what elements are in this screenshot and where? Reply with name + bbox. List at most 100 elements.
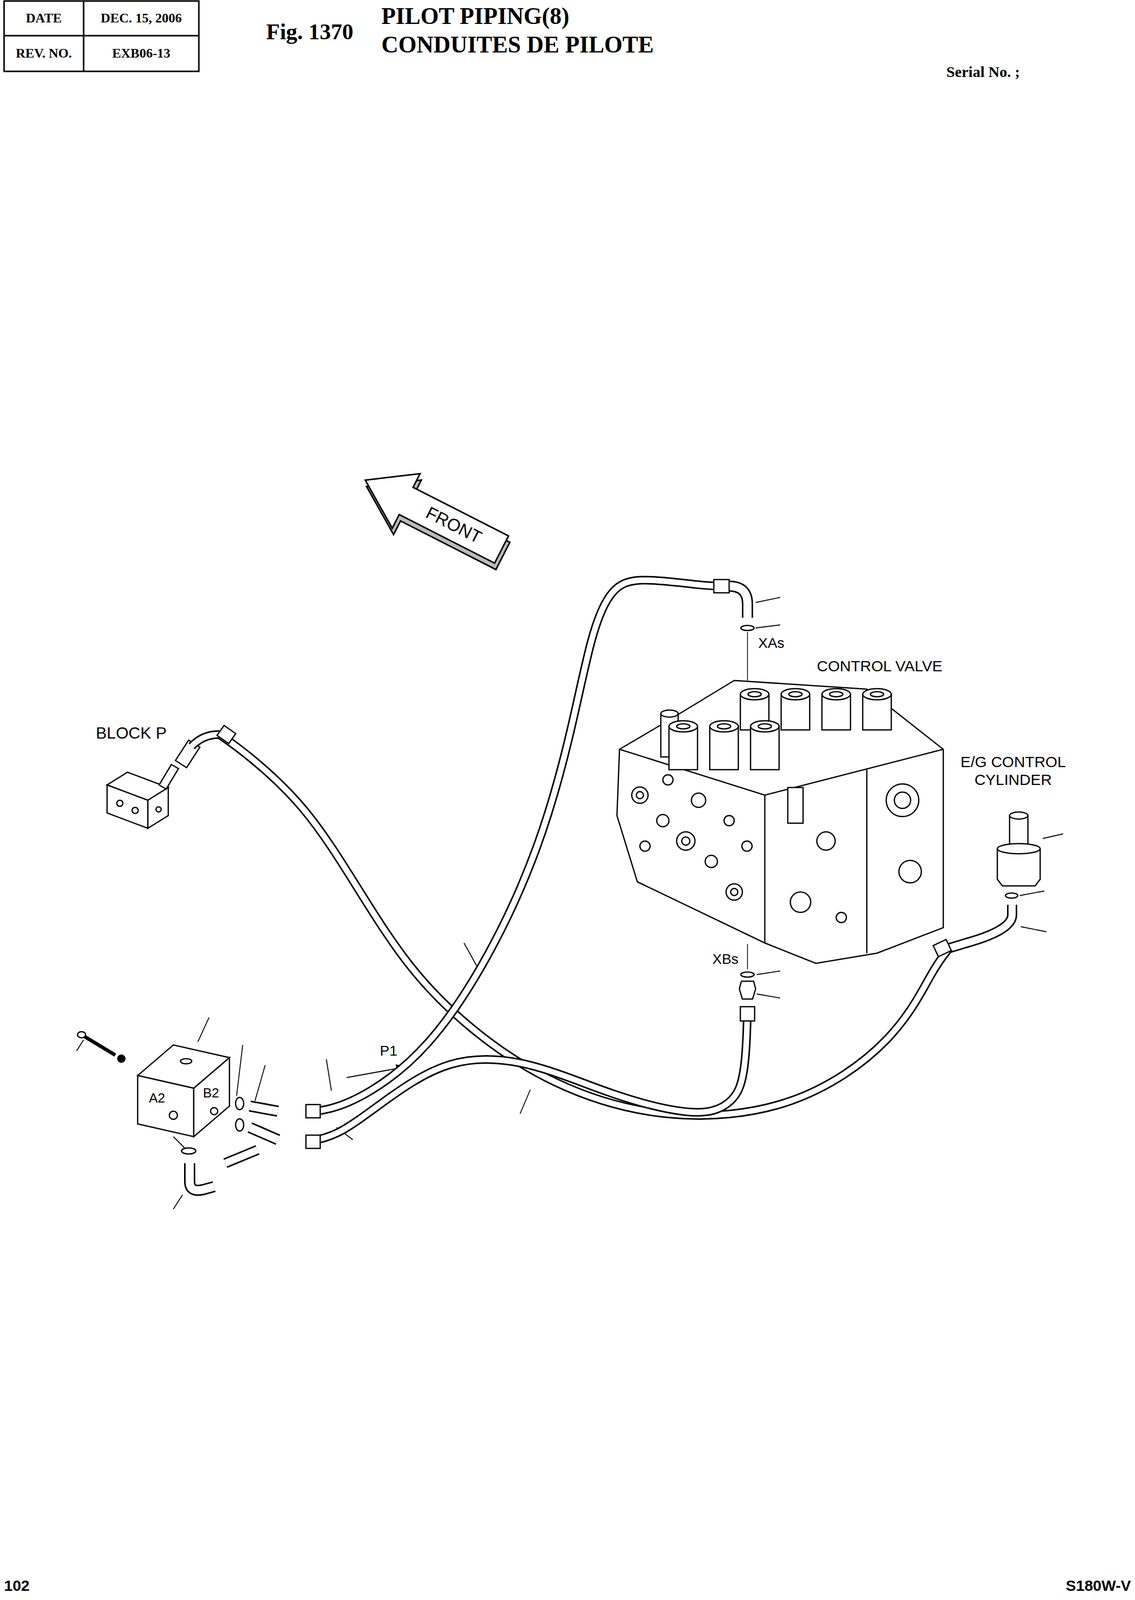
o-ring xyxy=(740,972,755,978)
spool-cap xyxy=(709,726,739,770)
leader-line xyxy=(1042,834,1064,839)
port-hole xyxy=(156,807,162,813)
spool-cap xyxy=(740,688,769,701)
bolt xyxy=(81,1035,116,1056)
spool-cap xyxy=(709,720,739,733)
port-hole xyxy=(705,855,718,868)
spool-cap xyxy=(750,720,780,733)
port-hole xyxy=(730,888,738,896)
spool-cap xyxy=(870,691,884,698)
port-hole xyxy=(631,787,649,804)
hose-outline xyxy=(305,580,730,1112)
port-hole xyxy=(726,884,743,901)
leader-line xyxy=(756,971,781,975)
part-name: E/G CONTROL CYLINDER xyxy=(949,753,1077,789)
o-ring xyxy=(740,625,755,631)
leader-line xyxy=(173,1195,183,1210)
adapter xyxy=(249,1127,278,1141)
adapter xyxy=(739,981,756,1000)
elbow xyxy=(189,1163,215,1191)
o-ring xyxy=(1005,893,1018,899)
elbow xyxy=(729,586,748,618)
table-cell: EXB06-13 xyxy=(85,37,197,70)
hose-outline xyxy=(219,734,950,1116)
model-number: S180W-V xyxy=(1065,1577,1131,1596)
port-hole xyxy=(116,800,123,807)
cylinder-rod xyxy=(1009,812,1028,820)
port-hole xyxy=(636,791,644,799)
adapter xyxy=(249,1106,278,1112)
port-hole xyxy=(898,860,922,884)
hose-nut xyxy=(305,1135,321,1149)
block-face xyxy=(147,787,169,829)
hose xyxy=(305,580,730,1112)
leader-line xyxy=(236,1045,243,1097)
adapter xyxy=(249,1106,278,1112)
leader-line xyxy=(254,1065,266,1102)
spool-cap xyxy=(676,724,690,730)
pipe xyxy=(225,1150,258,1164)
elbow xyxy=(191,734,220,747)
hose-nut xyxy=(305,1104,321,1119)
hose xyxy=(305,1007,748,1143)
leader-line xyxy=(1019,891,1045,896)
port-hole xyxy=(724,815,735,827)
port-hole xyxy=(741,841,753,852)
table-frame xyxy=(4,1,199,72)
leader-line xyxy=(326,1059,332,1092)
elbow xyxy=(949,905,1013,949)
side-fitting xyxy=(787,787,804,824)
hose-nut-group xyxy=(217,579,952,1149)
port-hole xyxy=(656,814,669,828)
front-arrow xyxy=(349,452,520,584)
o-ring xyxy=(235,1097,244,1111)
table-cell: REV. NO. xyxy=(6,37,82,70)
leader-line xyxy=(1020,926,1047,933)
manifold-drawing xyxy=(77,1032,278,1191)
port-name: P1 xyxy=(378,1043,399,1060)
hose-nut xyxy=(217,725,237,744)
valve-edge xyxy=(764,795,766,944)
table-cell: DEC. 15, 2006 xyxy=(85,3,197,34)
part-cylinder: E/G CONTROL CYLINDER xyxy=(949,753,1080,958)
part-block: BLOCK P xyxy=(91,724,220,837)
o-ring xyxy=(181,1148,196,1155)
port-hole xyxy=(836,912,847,923)
spool-cap xyxy=(758,724,772,730)
hose-outline xyxy=(305,1007,748,1143)
serial-number: Serial No. ; xyxy=(946,63,1020,82)
port-hole xyxy=(691,793,706,808)
relief-valve xyxy=(660,710,679,718)
spool-cap xyxy=(829,691,843,698)
port-name: A2 xyxy=(147,1091,167,1107)
hose-core xyxy=(305,1007,748,1143)
spool-cap xyxy=(717,724,731,730)
port-fittings xyxy=(729,586,756,1000)
valve-body xyxy=(616,680,944,964)
elbow xyxy=(191,734,220,747)
port-name: XAs xyxy=(756,635,786,652)
figure-title: PILOT PIPING(8) xyxy=(381,3,570,31)
port-hole xyxy=(790,892,811,913)
direction-label: FRONT xyxy=(422,502,485,548)
port-hole xyxy=(169,1111,178,1120)
hose-nut xyxy=(713,579,730,593)
figure-subtitle: CONDUITES DE PILOTE xyxy=(381,31,654,59)
washer xyxy=(117,1055,125,1063)
leader-line xyxy=(520,1090,531,1115)
port-name: XBs xyxy=(710,951,740,968)
hose-nut xyxy=(933,939,952,958)
hose-core xyxy=(219,734,950,1116)
leader-line xyxy=(755,597,781,603)
cylinder-body xyxy=(997,843,1041,855)
port-hole xyxy=(886,784,919,817)
o-ring xyxy=(235,1119,244,1132)
adapter xyxy=(249,1127,278,1141)
centerline xyxy=(746,944,748,970)
